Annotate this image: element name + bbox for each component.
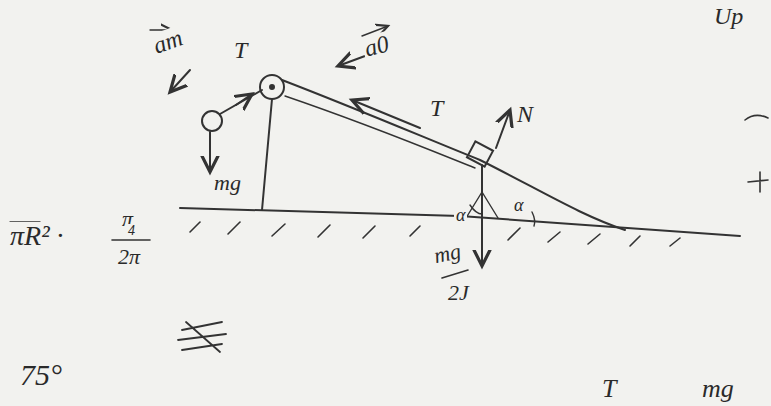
string bbox=[220, 90, 262, 114]
tension-arrow bbox=[352, 100, 420, 128]
note-text: T bbox=[600, 376, 618, 402]
fraction-denominator: 2J bbox=[446, 282, 471, 304]
angle-label: α bbox=[454, 206, 467, 224]
pulley-pole bbox=[262, 99, 272, 210]
force-label: mg bbox=[430, 240, 465, 268]
sliding-block bbox=[467, 141, 493, 166]
fraction-bar bbox=[112, 239, 150, 241]
ground-hatch bbox=[190, 222, 680, 246]
force-label: T bbox=[232, 38, 249, 62]
note-text: Up bbox=[712, 4, 745, 28]
gravity-arrow bbox=[209, 132, 211, 172]
acceleration-arrow bbox=[170, 70, 190, 92]
angle-label: α bbox=[512, 196, 525, 214]
incline-edge bbox=[285, 96, 475, 168]
formula-text: 2π bbox=[116, 246, 142, 268]
force-label: T bbox=[428, 96, 445, 120]
scribble bbox=[178, 322, 226, 352]
pulley bbox=[260, 75, 284, 99]
fraction-bar bbox=[442, 270, 468, 278]
acceleration-arrow bbox=[338, 56, 365, 66]
gravity-arrow bbox=[481, 165, 483, 266]
vector-label: a0 bbox=[360, 31, 393, 61]
incline-surface bbox=[282, 80, 625, 230]
pulley-axle bbox=[270, 85, 274, 89]
force-label: mg bbox=[212, 172, 243, 194]
force-label: N bbox=[515, 102, 535, 126]
angle-arc bbox=[470, 205, 482, 214]
tension-arrow bbox=[236, 94, 252, 105]
margin-marks bbox=[745, 115, 768, 192]
normal-force-arrow bbox=[496, 110, 510, 148]
note-text: mg bbox=[700, 376, 736, 402]
formula-text: πR² · bbox=[8, 222, 66, 250]
note-text: 75° bbox=[18, 360, 64, 390]
angle-arc bbox=[532, 212, 535, 226]
angle-wedge bbox=[466, 192, 498, 218]
formula-text: 4 bbox=[126, 224, 137, 238]
